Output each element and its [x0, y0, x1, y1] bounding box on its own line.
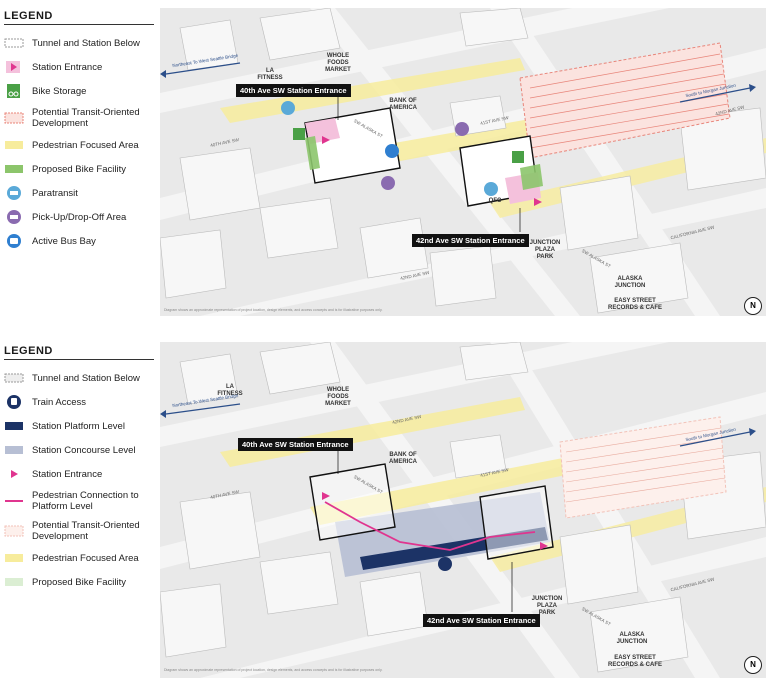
- legend-label: Train Access: [32, 396, 87, 408]
- paratransit-icon: [484, 182, 498, 196]
- north-arrow-icon: N: [744, 656, 762, 674]
- place-la-fitness: LA FITNESS: [257, 68, 283, 81]
- pedestrian-area-icon: [4, 138, 24, 152]
- place-la-fitness: LA FITNESS: [217, 384, 243, 397]
- bike-storage-icon: [512, 151, 524, 163]
- legend-label: Proposed Bike Facility: [32, 163, 126, 175]
- legend-item: Pick-Up/Drop-Off Area: [4, 205, 154, 229]
- callout-40th: 40th Ave SW Station Entrance: [236, 84, 351, 97]
- bike-facility-icon: [4, 162, 24, 176]
- place-junction-park: JUNCTION PLAZA PARK: [529, 240, 561, 260]
- tod-site: [559, 416, 727, 519]
- place-qfc: QFC: [488, 198, 502, 204]
- legend-title: LEGEND: [4, 345, 154, 360]
- legend-label: Potential Transit-Oriented Development: [32, 107, 140, 129]
- train-access-icon: [438, 557, 452, 571]
- legend-label: Active Bus Bay: [32, 235, 96, 247]
- callout-42nd: 42nd Ave SW Station Entrance: [412, 234, 529, 247]
- legend-label: Proposed Bike Facility: [32, 576, 126, 588]
- tunnel-icon: [4, 36, 24, 50]
- legend-top: LEGEND Tunnel and Station Below Station …: [4, 10, 154, 253]
- legend-item: Pedestrian Focused Area: [4, 133, 154, 157]
- bike-storage-icon: [4, 84, 24, 98]
- place-whole-foods: WHOLE FOODS MARKET: [325, 53, 351, 73]
- legend-title: LEGEND: [4, 10, 154, 25]
- place-bank: BANK OF AMERICA: [389, 98, 417, 111]
- legend-label: Bike Storage: [32, 85, 87, 97]
- pedestrian-area-icon: [4, 551, 24, 565]
- station-box-40th: [309, 463, 396, 541]
- legend-item: Pedestrian Connection to Platform Level: [4, 486, 154, 516]
- bike-storage-icon: [293, 128, 305, 140]
- legend-item: Station Entrance: [4, 55, 154, 79]
- bike-facility-icon: [4, 575, 24, 589]
- legend-label: Pedestrian Focused Area: [32, 552, 139, 564]
- place-easy-street: EASY STREET RECORDS & CAFE: [607, 298, 662, 311]
- bus-bay-icon: [385, 144, 399, 158]
- pickup-dropoff-icon: [455, 122, 469, 136]
- legend-item: Potential Transit-Oriented Development: [4, 516, 154, 546]
- legend-item: Tunnel and Station Below: [4, 366, 154, 390]
- legend-item: Paratransit: [4, 181, 154, 205]
- concourse-level-icon: [4, 443, 24, 457]
- paratransit-icon: [281, 101, 295, 115]
- legend-item: Active Bus Bay: [4, 229, 154, 253]
- place-bank: BANK OF AMERICA: [389, 452, 417, 465]
- legend-label: Station Platform Level: [32, 420, 125, 432]
- disclaimer: Diagram shows an approximate representat…: [164, 668, 383, 672]
- legend-item: Bike Storage: [4, 79, 154, 103]
- place-junction-park: JUNCTION PLAZA PARK: [531, 596, 563, 616]
- platform-level-icon: [4, 419, 24, 433]
- legend-item: Station Entrance: [4, 462, 154, 486]
- place-easy-street: EASY STREET RECORDS & CAFE: [607, 655, 662, 668]
- legend-bottom: LEGEND Tunnel and Station Below Train Ac…: [4, 345, 154, 594]
- pickup-dropoff-icon: [4, 210, 24, 224]
- place-alaska-junction: ALASKA JUNCTION: [616, 632, 648, 645]
- legend-label: Pedestrian Focused Area: [32, 139, 139, 151]
- legend-item: Proposed Bike Facility: [4, 157, 154, 181]
- callout-40th: 40th Ave SW Station Entrance: [238, 438, 353, 451]
- callout-42nd: 42nd Ave SW Station Entrance: [423, 614, 540, 627]
- place-whole-foods: WHOLE FOODS MARKET: [325, 387, 351, 407]
- tod-hatch-icon: [4, 111, 24, 125]
- map-bottom: 40th Ave SW Station Entrance 42nd Ave SW…: [160, 342, 766, 678]
- station-entrance-icon: [4, 60, 24, 74]
- legend-item: Station Platform Level: [4, 414, 154, 438]
- paratransit-icon: [4, 186, 24, 200]
- legend-item: Potential Transit-Oriented Development: [4, 103, 154, 133]
- disclaimer: Diagram shows an approximate representat…: [164, 308, 383, 312]
- legend-label: Station Entrance: [32, 468, 103, 480]
- legend-label: Pedestrian Connection to Platform Level: [32, 490, 139, 512]
- legend-label: Station Entrance: [32, 61, 103, 73]
- pedestrian-connection-icon: [4, 494, 24, 508]
- map-bottom-drawing: [160, 342, 766, 678]
- legend-label: Paratransit: [32, 187, 78, 199]
- legend-item: Proposed Bike Facility: [4, 570, 154, 594]
- tod-hatch-icon: [4, 524, 24, 538]
- train-access-icon: [4, 395, 24, 409]
- legend-item: Tunnel and Station Below: [4, 31, 154, 55]
- legend-item: Station Concourse Level: [4, 438, 154, 462]
- map-top: 40th Ave SW Station Entrance 42nd Ave SW…: [160, 8, 766, 316]
- north-arrow-icon: N: [744, 297, 762, 315]
- legend-item: Pedestrian Focused Area: [4, 546, 154, 570]
- legend-label: Potential Transit-Oriented Development: [32, 520, 140, 542]
- bus-bay-icon: [4, 234, 24, 248]
- legend-item: Train Access: [4, 390, 154, 414]
- tod-site: [519, 42, 731, 159]
- tunnel-icon: [4, 371, 24, 385]
- legend-label: Tunnel and Station Below: [32, 372, 140, 384]
- legend-label: Pick-Up/Drop-Off Area: [32, 211, 127, 223]
- place-alaska-junction: ALASKA JUNCTION: [614, 276, 646, 289]
- map-top-drawing: [160, 8, 766, 316]
- pickup-dropoff-icon: [381, 176, 395, 190]
- pedestrian-connection: [324, 501, 536, 551]
- legend-label: Tunnel and Station Below: [32, 37, 140, 49]
- station-entrance-icon: [4, 467, 24, 481]
- legend-label: Station Concourse Level: [32, 444, 136, 456]
